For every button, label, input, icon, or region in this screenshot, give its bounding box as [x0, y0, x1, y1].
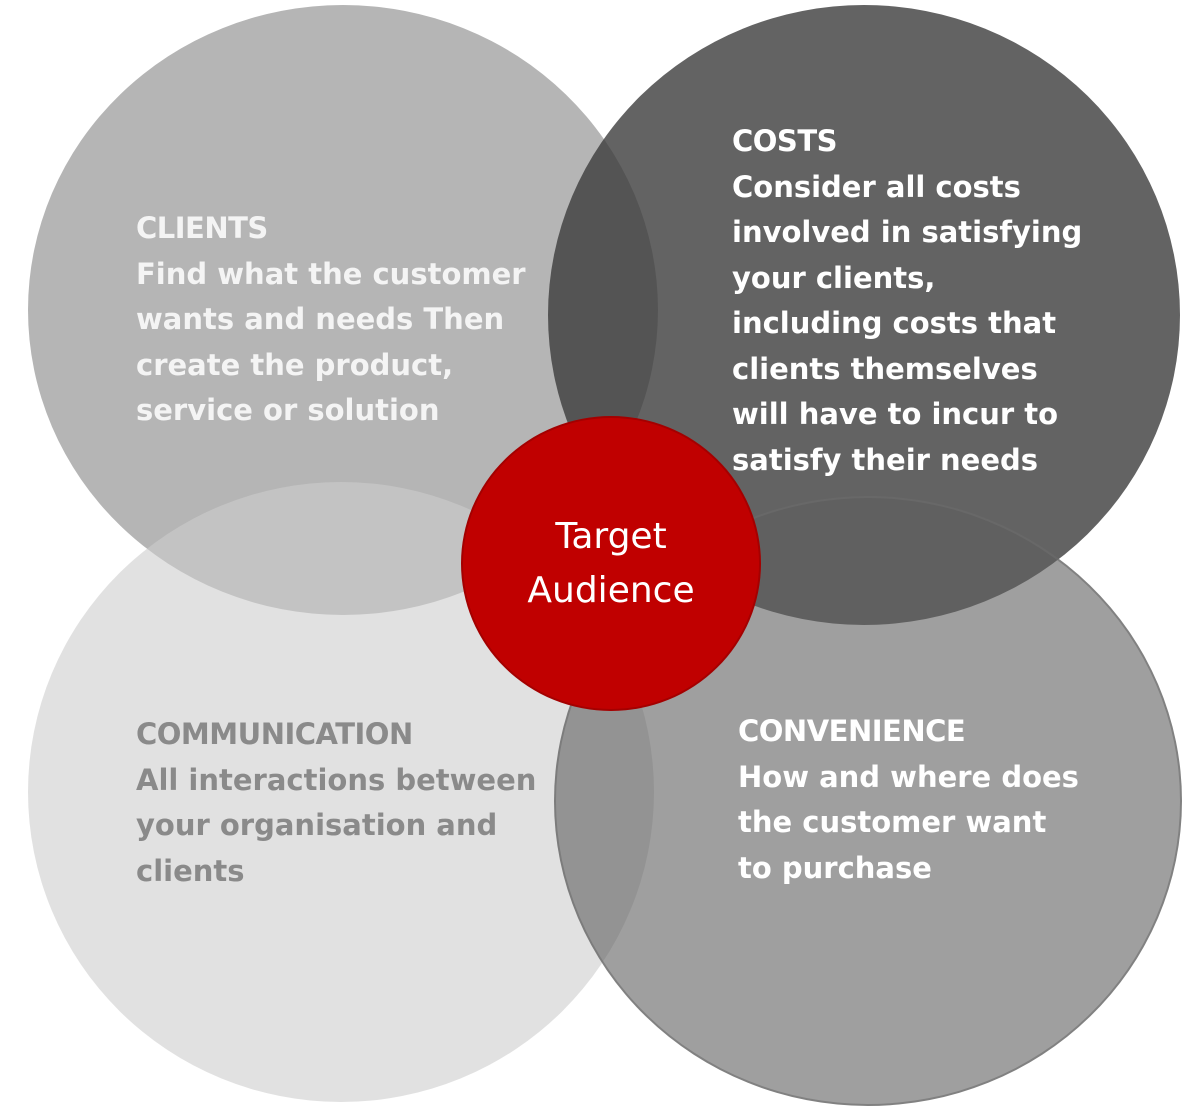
- clients-text-block: CLIENTS Find what the customer wants and…: [136, 206, 526, 434]
- clients-description-line: create the product,: [136, 347, 454, 382]
- clients-description-line: wants and needs Then: [136, 302, 505, 336]
- convenience-description-line: How and where does: [738, 759, 1079, 794]
- communication-description-line: All interactions between: [136, 762, 537, 797]
- costs-description-line: will have to incur to: [732, 397, 1059, 431]
- communication-text-block: COMMUNICATION All interactions between y…: [136, 712, 536, 894]
- target-audience-label-line2: Audience: [527, 569, 695, 611]
- communication-description-line: your organisation and: [136, 808, 498, 842]
- clients-heading: CLIENTS: [136, 211, 268, 245]
- communication-description-line: clients: [136, 853, 245, 888]
- convenience-description-line: the customer want: [738, 805, 1047, 839]
- target-audience-label-line1: Target: [555, 515, 667, 557]
- communication-heading: COMMUNICATION: [136, 717, 413, 751]
- convenience-heading: CONVENIENCE: [738, 714, 966, 748]
- costs-text-block: COSTS Consider all costs involved in sat…: [732, 119, 1082, 483]
- costs-description-line: including costs that: [732, 306, 1057, 340]
- costs-description-line: your clients,: [732, 260, 936, 295]
- convenience-text-block: CONVENIENCE How and where does the custo…: [738, 709, 1079, 891]
- costs-description-line: involved in satisfying: [732, 215, 1083, 249]
- convenience-description-line: to purchase: [738, 850, 932, 885]
- clients-description-line: Find what the customer: [136, 256, 526, 291]
- costs-description-line: Consider all costs: [732, 169, 1021, 204]
- target-audience-circle: Target Audience: [461, 416, 761, 711]
- clients-description-line: service or solution: [136, 393, 440, 427]
- costs-heading: COSTS: [732, 124, 838, 158]
- costs-description-line: satisfy their needs: [732, 442, 1039, 477]
- costs-description-line: clients themselves: [732, 351, 1038, 386]
